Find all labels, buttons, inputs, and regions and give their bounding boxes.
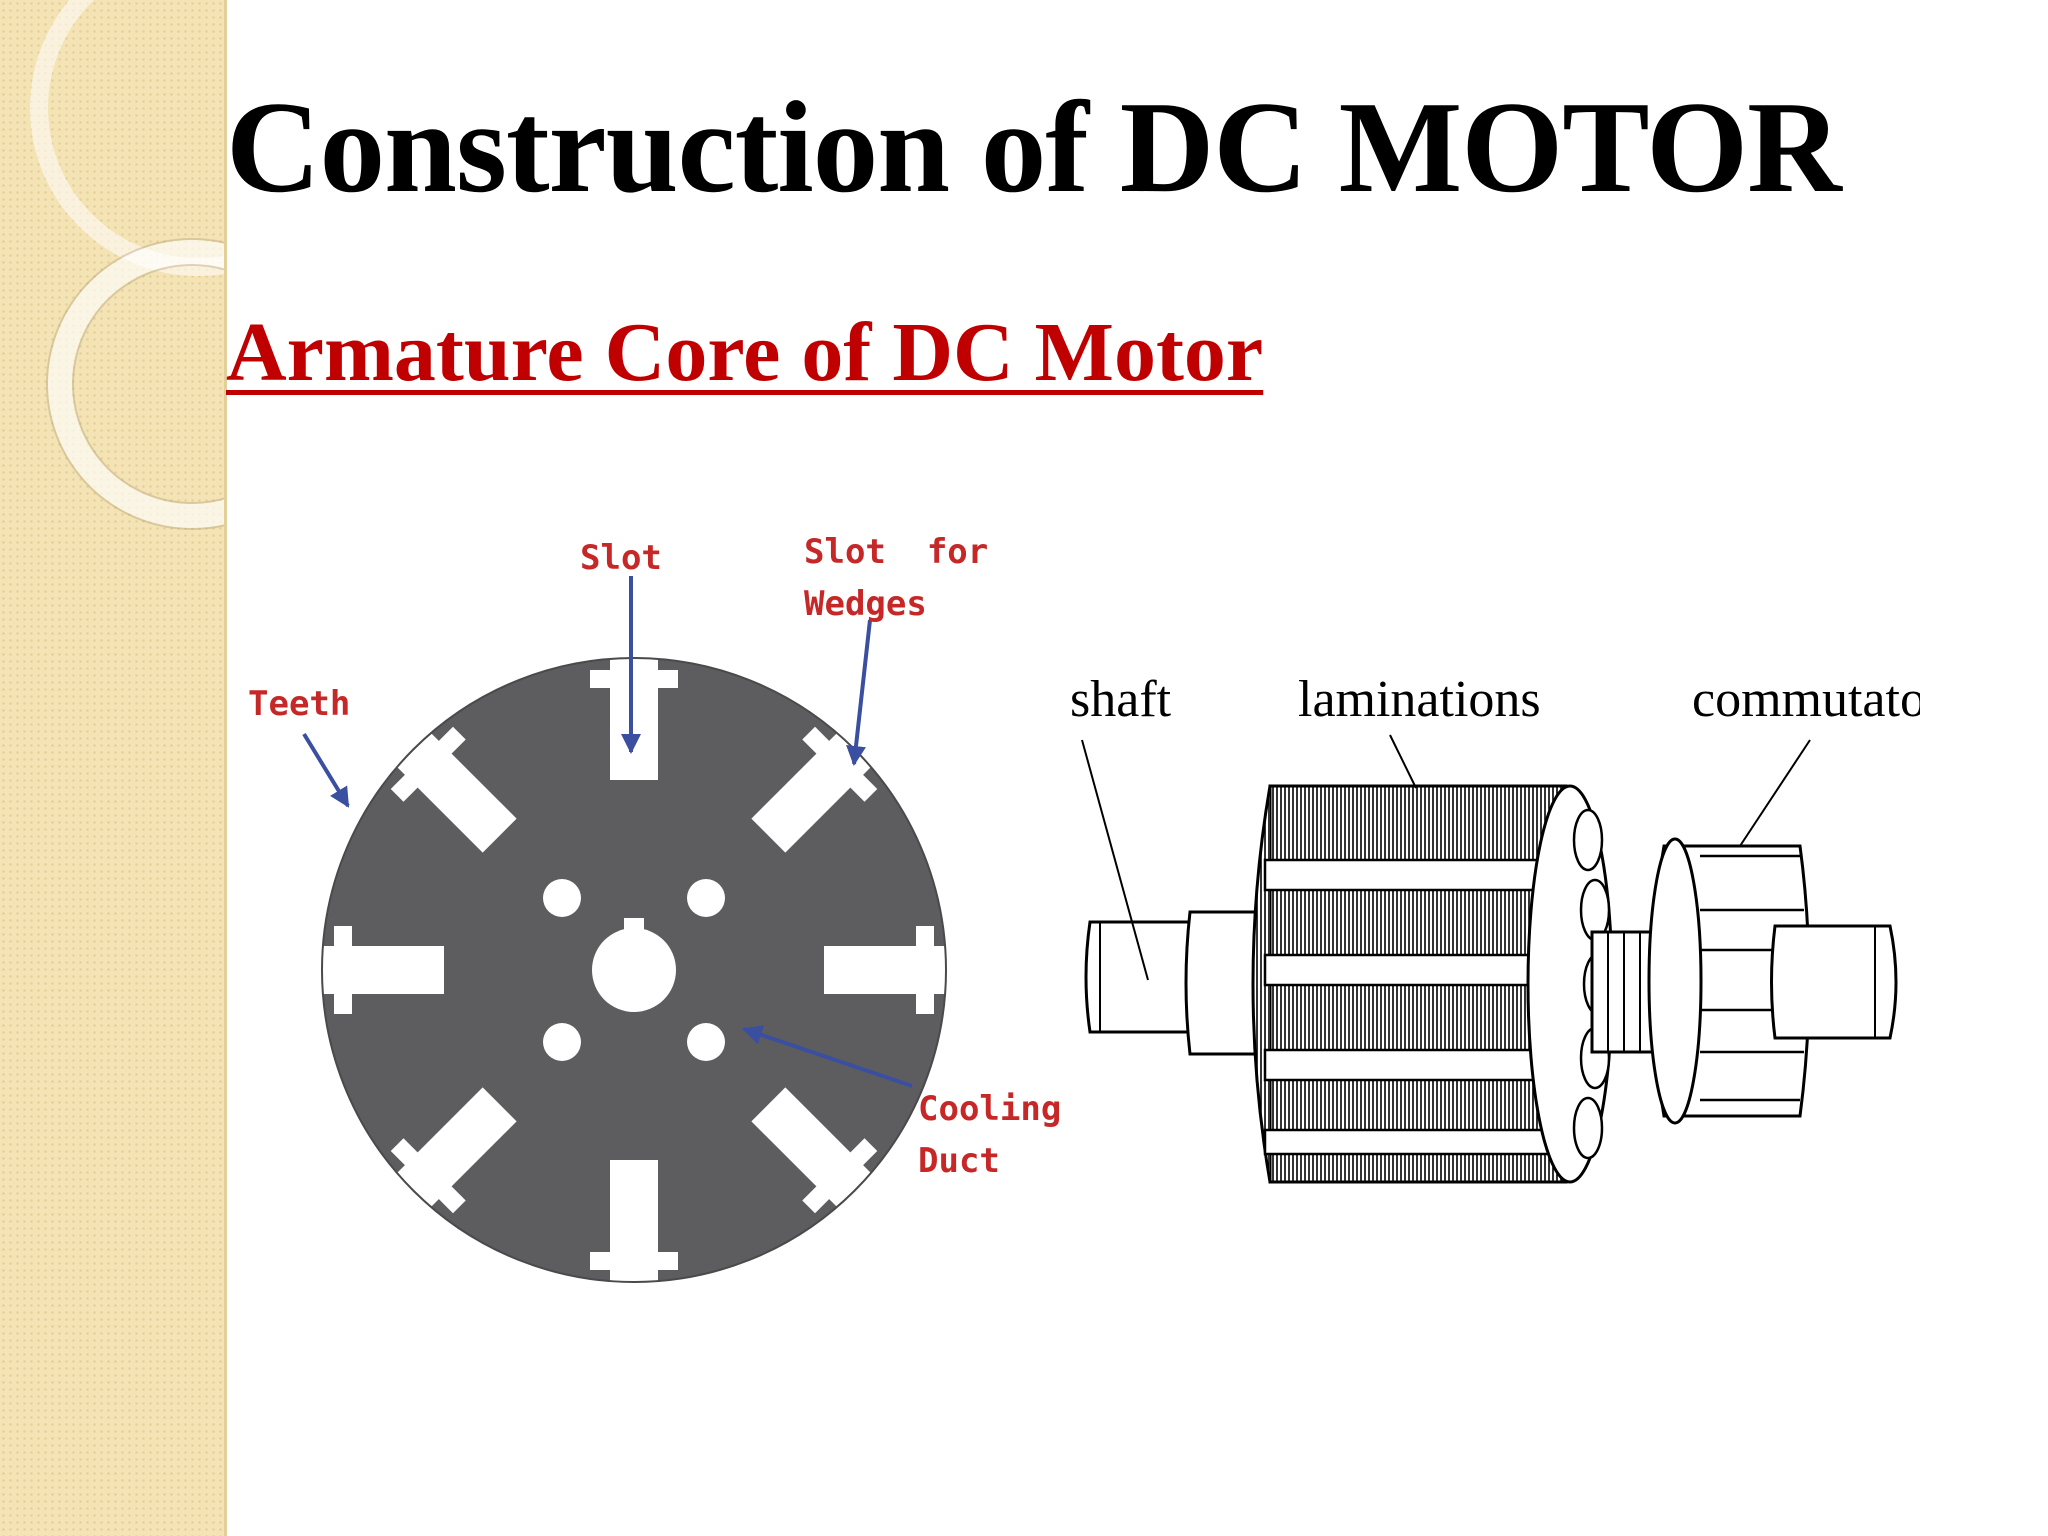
armature-drawing bbox=[1084, 784, 1898, 1184]
shaft-right bbox=[1770, 924, 1898, 1040]
decorative-sidebar bbox=[0, 0, 227, 1536]
label-laminations: laminations bbox=[1298, 671, 1541, 728]
decorative-ring bbox=[48, 240, 227, 528]
shaft-left bbox=[1084, 920, 1192, 1034]
label-slot-for-wedges: Slot for bbox=[804, 532, 988, 572]
label-wedges: Wedges bbox=[804, 584, 927, 624]
leader-lines bbox=[1081, 734, 1811, 981]
label-cooling: Cooling bbox=[918, 1089, 1061, 1129]
shaft-collar bbox=[1184, 910, 1272, 1056]
slide-subtitle: Armature Core of DC Motor bbox=[226, 306, 1264, 399]
label-shaft: shaft bbox=[1070, 671, 1172, 728]
core-arrows bbox=[302, 576, 913, 1088]
core-lamination bbox=[314, 650, 954, 1284]
slide-title: Construction of DC MOTOR bbox=[226, 75, 1842, 220]
label-teeth: Teeth bbox=[248, 684, 350, 724]
armature-assembly-diagram: shaft laminations commutator bbox=[1070, 671, 1920, 1184]
armature-core-diagram: Slot Slot for Wedges Teeth Cooling Duct bbox=[248, 532, 1061, 1284]
label-duct: Duct bbox=[918, 1141, 1000, 1181]
label-commutator: commutator bbox=[1692, 671, 1920, 728]
label-slot: Slot bbox=[580, 538, 662, 578]
sidebar-edge bbox=[224, 0, 227, 1536]
decorative-ring bbox=[30, 0, 227, 276]
